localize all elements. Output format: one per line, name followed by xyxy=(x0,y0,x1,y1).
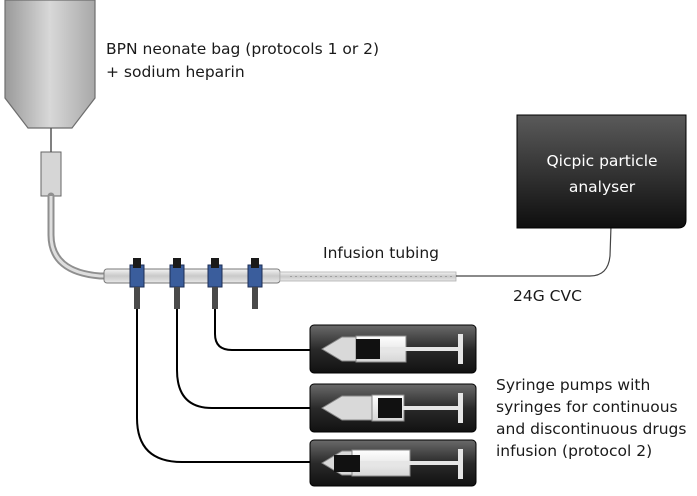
bag-drip-chamber xyxy=(40,151,62,197)
pumps-label: Syringe pumps with syringes for continuo… xyxy=(496,376,687,460)
bag-label: BPN neonate bag (protocols 1 or 2) + sod… xyxy=(106,40,380,81)
syringe-pump xyxy=(309,383,477,433)
bag-tubing xyxy=(47,192,116,280)
infusion-bag xyxy=(4,0,96,197)
manifold xyxy=(103,258,281,309)
cvc-label: 24G CVC xyxy=(513,287,582,305)
stopcock-valve xyxy=(247,258,263,309)
stopcock-valve xyxy=(169,258,185,309)
infusion-tubing xyxy=(279,271,457,282)
pump-line xyxy=(214,309,318,351)
tubing-label: Infusion tubing xyxy=(323,244,440,262)
stopcock-valve xyxy=(129,258,145,309)
syringe-pump xyxy=(309,324,477,374)
cvc-line xyxy=(456,225,612,277)
syringe-pump xyxy=(309,439,477,487)
analyser-label: Qicpic particle analyser xyxy=(546,152,658,196)
pump-line xyxy=(176,309,318,409)
particle-analyser xyxy=(516,114,687,229)
pump-line xyxy=(136,309,318,463)
stopcock-valve xyxy=(207,258,223,309)
